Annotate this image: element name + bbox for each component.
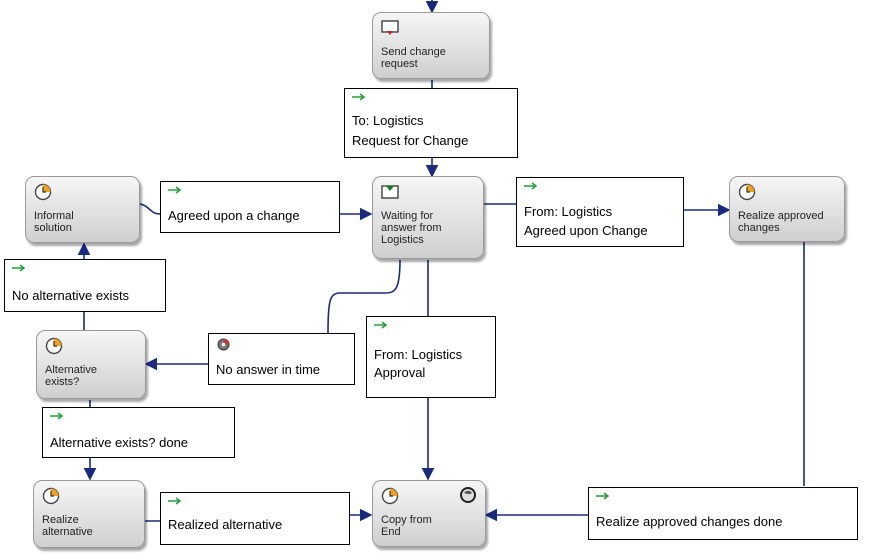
note-agreed-upon-a-change[interactable]: Agreed upon a change bbox=[160, 181, 340, 233]
note-line2: Approval bbox=[374, 365, 426, 380]
timer-globe-icon bbox=[217, 338, 230, 351]
note-line1: From: Logistics bbox=[374, 347, 463, 362]
node-label: Send change request bbox=[381, 46, 446, 70]
note-line1: Agreed upon a change bbox=[168, 208, 300, 223]
note-no-alternative-exists[interactable]: No alternative exists bbox=[4, 259, 166, 312]
note-line2: Agreed upon Change bbox=[524, 223, 648, 238]
clock-icon bbox=[42, 487, 60, 505]
clock-icon bbox=[738, 183, 756, 201]
green-arrow-icon bbox=[168, 497, 182, 505]
clock-icon bbox=[381, 487, 399, 505]
node-realize-alternative[interactable]: Realize alternative bbox=[33, 480, 145, 548]
note-alternative-exists-done[interactable]: Alternative exists? done bbox=[42, 407, 235, 458]
note-from-logistics-agreed[interactable]: From: Logistics Agreed upon Change bbox=[516, 177, 684, 247]
green-arrow-icon bbox=[50, 412, 64, 420]
connector-informal-to-waiting bbox=[139, 204, 371, 214]
green-arrow-icon bbox=[12, 264, 26, 272]
note-to-logistics[interactable]: To: Logistics Request for Change bbox=[344, 88, 518, 158]
green-arrow-icon bbox=[596, 492, 610, 500]
note-line2: Request for Change bbox=[352, 133, 469, 148]
green-arrow-icon bbox=[524, 182, 538, 190]
node-label: Realize alternative bbox=[42, 514, 93, 538]
green-arrow-icon bbox=[168, 186, 182, 194]
green-arrow-icon bbox=[352, 93, 366, 101]
connector-realize-approved-to-copy bbox=[486, 242, 805, 515]
node-alternative-exists[interactable]: Alternative exists? bbox=[36, 330, 146, 399]
note-line1: No answer in time bbox=[216, 362, 321, 377]
node-label: Informal solution bbox=[34, 210, 74, 234]
message-receive-icon bbox=[381, 185, 399, 199]
node-send-change-request[interactable]: Send change request bbox=[372, 12, 490, 79]
node-label: Realize approved changes bbox=[738, 210, 824, 234]
note-line1: Alternative exists? done bbox=[50, 435, 189, 450]
node-informal-solution[interactable]: Informal solution bbox=[25, 176, 140, 243]
node-copy-from-end[interactable]: Copy from End bbox=[372, 480, 486, 547]
connector-waiting-to-realize-approved bbox=[484, 204, 729, 210]
end-globe-icon bbox=[460, 487, 476, 503]
message-send-icon bbox=[381, 20, 399, 35]
clock-icon bbox=[34, 183, 52, 201]
note-line1: Realize approved changes done bbox=[596, 514, 783, 529]
node-waiting-for-answer[interactable]: Waiting for answer from Logistics bbox=[372, 176, 484, 259]
node-realize-approved-changes[interactable]: Realize approved changes bbox=[729, 176, 845, 242]
clock-icon bbox=[45, 337, 63, 355]
note-line1: From: Logistics bbox=[524, 204, 613, 219]
note-from-logistics-approval[interactable]: From: Logistics Approval bbox=[366, 316, 496, 398]
node-label: Waiting for answer from Logistics bbox=[381, 210, 442, 246]
note-realize-approved-changes-done[interactable]: Realize approved changes done bbox=[588, 487, 858, 540]
note-no-answer-in-time[interactable]: No answer in time bbox=[208, 333, 355, 385]
connector-waiting-to-alt bbox=[327, 259, 401, 334]
node-label: Alternative exists? bbox=[45, 364, 97, 388]
note-line1: Realized alternative bbox=[168, 517, 283, 532]
node-label: Copy from End bbox=[381, 514, 432, 538]
note-realized-alternative[interactable]: Realized alternative bbox=[160, 492, 350, 545]
note-line1: To: Logistics bbox=[352, 113, 424, 128]
connector-realize-alt-to-copy bbox=[145, 515, 371, 521]
note-line1: No alternative exists bbox=[12, 288, 130, 303]
green-arrow-icon bbox=[374, 321, 388, 329]
